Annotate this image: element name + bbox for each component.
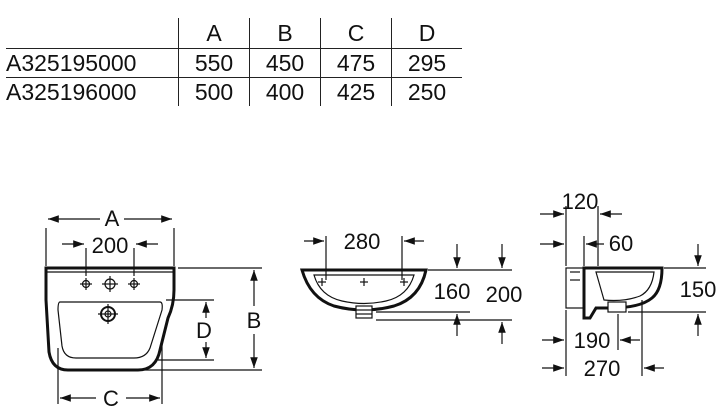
table-header-row: A B C D bbox=[6, 18, 462, 49]
top-hole-markers bbox=[318, 278, 408, 286]
side-view bbox=[540, 206, 706, 376]
table-cell: 500 bbox=[178, 77, 250, 106]
table-row: A325195000 550 450 475 295 bbox=[6, 48, 462, 78]
dim-120-label: 120 bbox=[562, 189, 599, 214]
drain-front bbox=[98, 304, 118, 324]
dim-c-label: C bbox=[103, 386, 119, 411]
front-view bbox=[44, 215, 262, 404]
table-corner bbox=[6, 18, 179, 49]
table-row: A325196000 500 400 425 250 bbox=[6, 77, 462, 106]
model-code: A325196000 bbox=[6, 79, 137, 105]
top-view bbox=[300, 236, 512, 344]
dim-190-label: 190 bbox=[574, 328, 611, 353]
dim-200-label-top: 200 bbox=[486, 282, 523, 307]
basin-side-inner bbox=[595, 271, 655, 302]
dim-280-label: 280 bbox=[344, 229, 381, 254]
basin-front-outline bbox=[44, 266, 176, 372]
table-cell: 400 bbox=[249, 77, 321, 106]
dim-150-label: 150 bbox=[680, 277, 717, 302]
column-header-c: C bbox=[320, 18, 392, 49]
dim-a-label: A bbox=[105, 206, 120, 231]
dimension-table: A B C D A325195000 550 450 475 295 A3251… bbox=[6, 18, 462, 106]
waste-outlet-side bbox=[607, 301, 627, 313]
table-cell: 475 bbox=[320, 48, 392, 78]
basin-front-bowl bbox=[57, 301, 163, 359]
dim-270-label: 270 bbox=[584, 356, 621, 381]
column-header-b: B bbox=[249, 18, 321, 49]
table-cell: 450 bbox=[249, 48, 321, 78]
basin-top-inner bbox=[313, 274, 415, 305]
dim-60-label: 60 bbox=[609, 231, 633, 256]
column-header-a: A bbox=[178, 18, 250, 49]
tap-hole-left bbox=[80, 278, 92, 290]
dim-b-label: B bbox=[247, 308, 262, 333]
table-cell: 550 bbox=[178, 48, 250, 78]
dim-160-label: 160 bbox=[434, 279, 471, 304]
table-cell: 250 bbox=[391, 77, 462, 106]
table-cell: 295 bbox=[391, 48, 462, 78]
column-header-d: D bbox=[391, 18, 462, 49]
tap-hole-right bbox=[128, 278, 140, 290]
waste-outlet bbox=[355, 305, 373, 319]
table-cell: 425 bbox=[320, 77, 392, 106]
dim-200-label: 200 bbox=[92, 233, 129, 258]
wall-bracket bbox=[565, 267, 585, 309]
model-code: A325195000 bbox=[6, 48, 179, 78]
dim-d-label: D bbox=[196, 318, 212, 343]
tap-hole-center bbox=[102, 276, 118, 292]
